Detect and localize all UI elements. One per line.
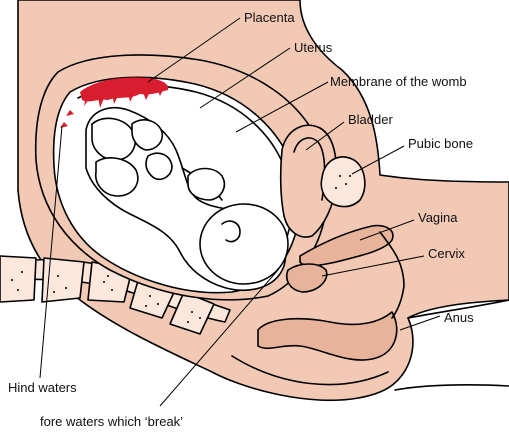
- label-cervix: Cervix: [428, 246, 465, 261]
- baby-head: [200, 204, 288, 284]
- label-hind-waters: Hind waters: [8, 380, 77, 395]
- label-vagina: Vagina: [418, 210, 458, 225]
- label-placenta: Placenta: [244, 10, 295, 25]
- thigh-line: [395, 385, 509, 390]
- label-fore-waters: fore waters which ‘break’: [40, 414, 183, 429]
- label-uterus: Uterus: [294, 40, 333, 55]
- pubic-bone: [321, 157, 365, 207]
- baby-hand: [146, 153, 172, 179]
- label-bladder: Bladder: [348, 112, 393, 127]
- label-membrane: Membrane of the womb: [330, 74, 467, 89]
- label-anus: Anus: [444, 310, 474, 325]
- baby-arm: [188, 169, 224, 201]
- label-pubic-bone: Pubic bone: [408, 136, 473, 151]
